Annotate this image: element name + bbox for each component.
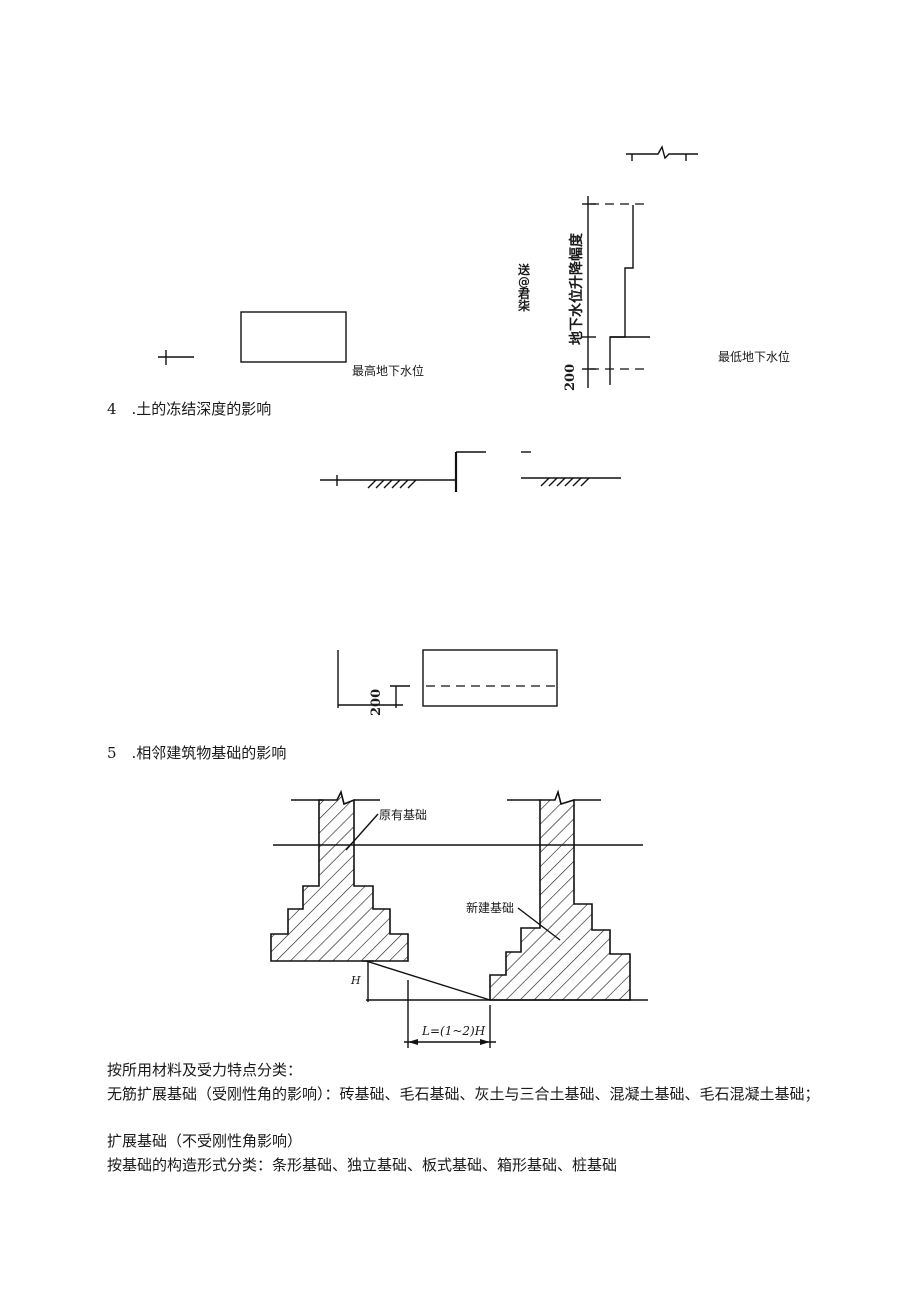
highest-water-label: 最高地下水位 [352,364,425,378]
distance-l-label: L=(1~2)H [422,1024,486,1038]
frost-depth-drawing [320,451,621,708]
new-foundation-label: 新建基础 [466,901,515,915]
section-4-heading: 4 .土的冻结深度的影响 [107,400,272,418]
rigid-foundation-types: 无筋扩展基础（受刚性角的影响）：砖基础、毛石基础、灰土与三合土基础、混凝土基础、… [107,1085,820,1103]
lowest-water-label: 最低地下水位 [718,350,791,364]
existing-foundation-label: 原有基础 [379,808,428,822]
section-5-heading: 5 .相邻建筑物基础的影响 [107,744,287,762]
adjacent-foundation-drawing [270,789,648,1048]
side-mark: 送 @ 君 柒 [518,263,531,313]
height-h-label: H [351,974,361,987]
classification-by-material: 按所用材料及受力特点分类： [107,1061,303,1079]
classification-by-form: 按基础的构造形式分类：条形基础、独立基础、板式基础、箱形基础、桩基础 [107,1156,618,1174]
spread-foundation: 扩展基础（不受刚性角影响） [107,1132,303,1150]
groundwater-drawing [158,145,698,388]
